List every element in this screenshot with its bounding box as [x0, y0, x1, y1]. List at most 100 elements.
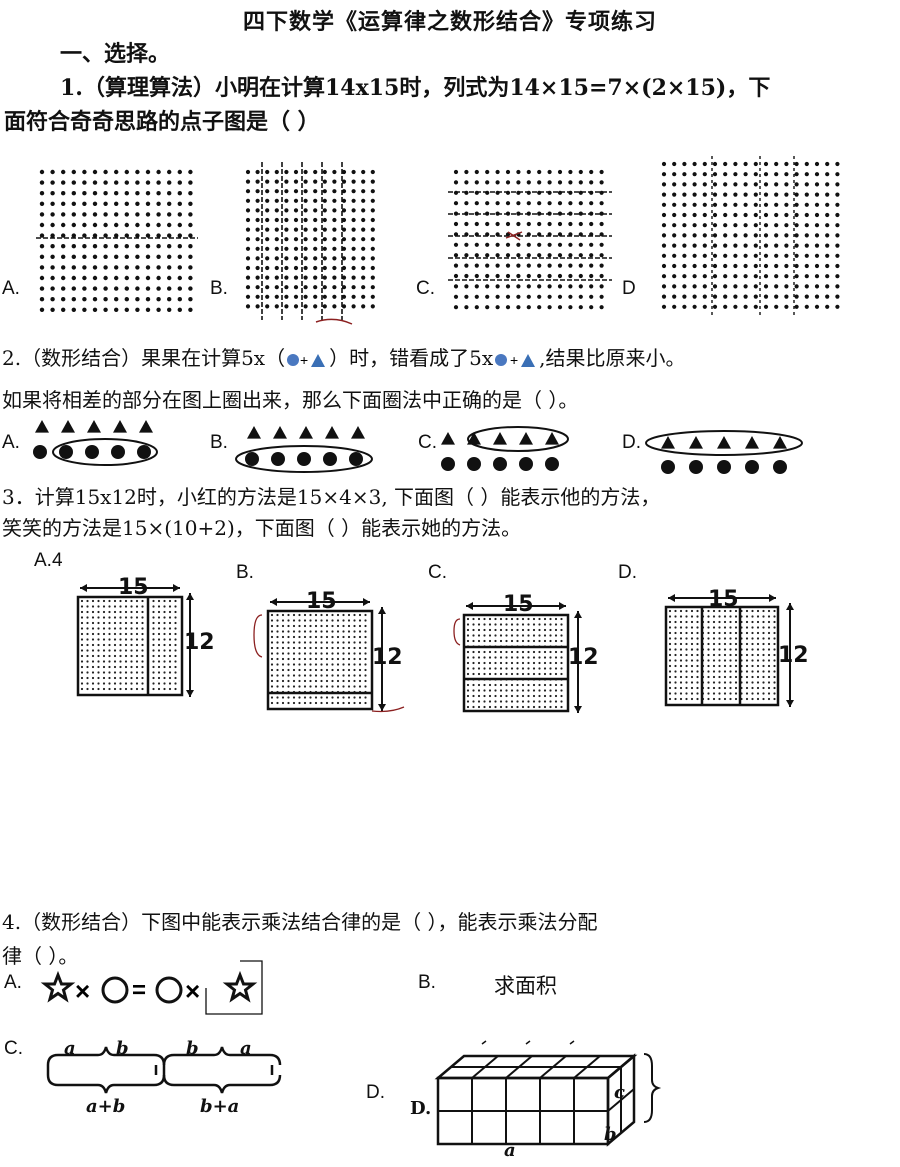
triangle-shape: [745, 436, 759, 449]
q3a-height-label: 12: [184, 630, 215, 655]
circle-shape: [661, 460, 675, 474]
triangle-shape: [247, 426, 261, 439]
q3-option-c[interactable]: C.: [428, 562, 447, 583]
triangle-shape: [493, 432, 507, 445]
q3-line1: 3．计算15x12时，小红的方法是15×4×3, 下面图（ ）能表示他的方法，: [2, 485, 661, 509]
c-left-top-b: b: [116, 1038, 129, 1059]
q3c-height-label: 12: [568, 645, 599, 670]
circle-shape: [519, 457, 533, 471]
circle-shape: [349, 452, 363, 466]
triangle-shape: [545, 432, 559, 445]
circle-shape: [59, 445, 73, 459]
q4-option-c[interactable]: C.: [4, 1038, 23, 1059]
q2-line1: 2.（数形结合）果果在计算5x（ + ）时，错看成了5x + ,结果比原来小。: [2, 342, 685, 371]
q1-option-d[interactable]: D: [622, 278, 636, 299]
q3-option-a[interactable]: A.4: [34, 550, 63, 571]
triangle-shape: [467, 432, 481, 445]
q4-option-d[interactable]: D.: [366, 1082, 385, 1103]
arrow-head: [186, 593, 194, 600]
q4-option-b-text: 求面积: [494, 974, 557, 998]
arrow-head: [574, 611, 582, 618]
q3b-annotation: [253, 614, 405, 713]
q1-option-a[interactable]: A.: [2, 278, 20, 299]
q2-option-c[interactable]: C.: [418, 432, 437, 453]
q2b-ring: [235, 445, 373, 473]
svg-text:×: ×: [185, 976, 200, 1006]
q1a-dot-grid: [39, 169, 193, 312]
circle-shape: [493, 457, 507, 471]
q3d-width-label: 15: [708, 587, 739, 612]
svg-text:=: =: [132, 977, 146, 1004]
arrow-head: [173, 584, 180, 592]
q2c-ring: [467, 426, 569, 452]
q3c-width-label: 15: [503, 592, 534, 617]
triangle-shape: [61, 420, 75, 433]
triangle-shape: [519, 432, 533, 445]
circle-shape: [773, 460, 787, 474]
q3c-rect: [462, 613, 570, 713]
q2-line1-part2: ）时，错看成了5x: [329, 346, 494, 370]
circle-shape: [137, 445, 151, 459]
circle-shape: [717, 460, 731, 474]
arrow-head: [668, 594, 675, 602]
svg-text:+: +: [510, 352, 518, 368]
section-heading: 一、选择。: [60, 41, 171, 67]
triangle-shape: [273, 426, 287, 439]
triangle-shape: [717, 436, 731, 449]
circle-shape: [245, 452, 259, 466]
q1-option-c[interactable]: C.: [416, 278, 435, 299]
q2-line2: 如果将相差的部分在图上圈出来，那么下面圈法中正确的是（ ）。: [2, 388, 579, 412]
circle-plus-triangle-icon: +: [287, 352, 326, 368]
c-right-top-b: b: [186, 1038, 199, 1059]
triangle-shape: [87, 420, 101, 433]
c-brace: [643, 1053, 662, 1123]
q3-option-b[interactable]: B.: [236, 562, 254, 583]
circle-icon: [155, 976, 183, 1004]
svg-text:×: ×: [75, 976, 90, 1006]
arrow-head: [769, 594, 776, 602]
q2-option-d[interactable]: D.: [622, 432, 641, 453]
q2a-ring: [52, 438, 158, 466]
svg-text:+: +: [300, 352, 308, 368]
q1b-dot-grid: [245, 169, 375, 309]
circle-shape: [297, 452, 311, 466]
q3b-width-label: 15: [306, 589, 337, 614]
q2d-ring: [645, 430, 803, 456]
triangle-shape: [773, 436, 787, 449]
q1c-annotation: [505, 231, 523, 241]
q2-option-a[interactable]: A.: [2, 432, 20, 453]
brace-diagram: [46, 1046, 282, 1094]
circle-shape: [111, 445, 125, 459]
triangle-shape: [325, 426, 339, 439]
c-right-bottom: b+a: [200, 1096, 240, 1117]
triangle-shape: [35, 420, 49, 433]
arrow-head: [270, 598, 277, 606]
circle-icon: [101, 976, 129, 1004]
c-left-top-a: a: [64, 1038, 76, 1059]
triangle-shape: [441, 432, 455, 445]
page-title: 四下数学《运算律之数形结合》专项练习: [242, 9, 657, 35]
triangle-shape: [351, 426, 365, 439]
q4-option-a[interactable]: A.: [4, 972, 22, 993]
d-label-b: b: [604, 1124, 617, 1145]
c-left-bottom: a+b: [86, 1096, 126, 1117]
q3a-width-label: 15: [118, 575, 149, 600]
triangle-shape: [689, 436, 703, 449]
q3-figures: [76, 584, 794, 713]
arrow-head: [559, 602, 566, 610]
q3-option-d[interactable]: D.: [618, 562, 637, 583]
q1b-annotation: [315, 318, 353, 325]
circle-shape: [33, 445, 47, 459]
arrow-head: [363, 598, 370, 606]
c-right-top-a: a: [240, 1038, 252, 1059]
star-icon: [222, 970, 258, 1003]
cuboid-figure: [434, 1040, 662, 1147]
q2-option-b[interactable]: B.: [210, 432, 228, 453]
q2-figures: [33, 420, 803, 474]
q1-option-b[interactable]: B.: [210, 278, 228, 299]
triangle-shape: [113, 420, 127, 433]
q3b-rect: [266, 609, 374, 711]
q3d-height-label: 12: [778, 643, 809, 668]
q4-option-b[interactable]: B.: [418, 972, 436, 993]
arrow-head: [378, 704, 386, 711]
